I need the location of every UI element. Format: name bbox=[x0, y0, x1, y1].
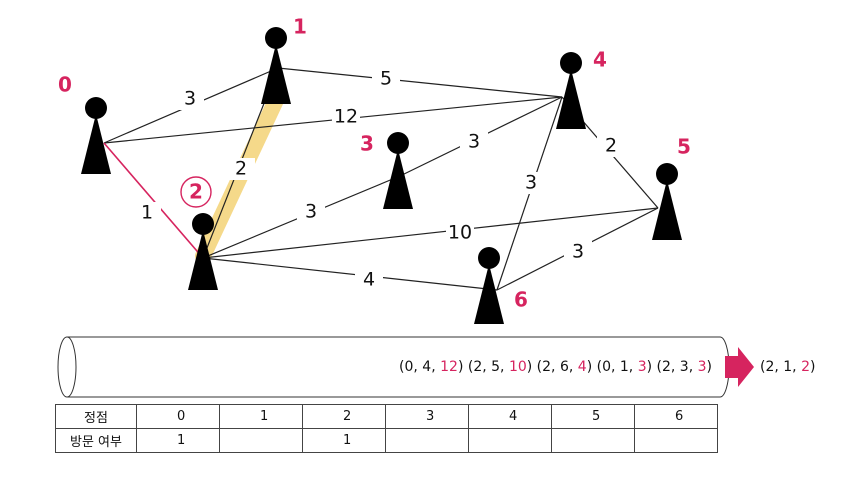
table-cell: 1 bbox=[219, 404, 303, 429]
edge-weight-label: 2 bbox=[235, 158, 247, 180]
vertex-layer bbox=[81, 27, 682, 324]
vertex-label: 1 bbox=[293, 15, 307, 39]
table-cell: 1 bbox=[136, 428, 220, 453]
edge-0-2 bbox=[103, 142, 204, 259]
visited-table: 정점 0 1 2 3 4 5 6 방문 여부 1 1 bbox=[55, 404, 718, 453]
edge-weight-label: 3 bbox=[468, 131, 480, 153]
edge-weight-bg bbox=[176, 88, 204, 110]
table-cell: 6 bbox=[634, 404, 718, 429]
pawn-icon-vertex-2 bbox=[188, 213, 218, 290]
table-cell: 5 bbox=[551, 404, 635, 429]
output-arrow-icon bbox=[725, 347, 754, 387]
edge-weight-label: 5 bbox=[380, 68, 392, 90]
edge-weight-bg bbox=[517, 172, 545, 194]
table-cell bbox=[468, 428, 552, 453]
table-cell bbox=[551, 428, 635, 453]
pawn-icon-vertex-6 bbox=[474, 247, 504, 324]
edge-weight-label: 1 bbox=[141, 202, 153, 224]
table-cell: 1 bbox=[302, 428, 386, 453]
edge-weight-bg bbox=[597, 135, 625, 157]
table-cell: 2 bbox=[302, 404, 386, 429]
edge-weight-label: 10 bbox=[448, 222, 472, 244]
edge-weight-bg bbox=[133, 202, 161, 224]
vertex-label: 2 bbox=[189, 180, 203, 204]
edge-weight-bg bbox=[372, 68, 400, 90]
queue-contents: (0, 4, 12) (2, 5, 10) (2, 6, 4) (0, 1, 3… bbox=[399, 359, 712, 375]
pawn-icon-vertex-5 bbox=[652, 163, 682, 240]
edge-weight-label: 3 bbox=[572, 241, 584, 263]
edge-weight-bg bbox=[332, 106, 360, 128]
current-vertex-ring bbox=[180, 176, 212, 208]
table-row-visited: 방문 여부 1 1 bbox=[55, 428, 718, 453]
table-cell bbox=[385, 428, 469, 453]
vertex-label: 4 bbox=[593, 48, 607, 72]
edge-weight-label: 12 bbox=[334, 106, 358, 128]
pawn-icon-vertex-3 bbox=[383, 132, 413, 209]
table-header-visited: 방문 여부 bbox=[55, 428, 137, 453]
vertex-label: 6 bbox=[514, 288, 528, 312]
vertex-label: 5 bbox=[677, 135, 691, 159]
edge-weight-label: 3 bbox=[305, 201, 317, 223]
edge-weight-bg bbox=[297, 201, 325, 223]
pawn-icon-vertex-4 bbox=[556, 52, 586, 129]
table-cell: 4 bbox=[468, 404, 552, 429]
table-cell: 0 bbox=[136, 404, 220, 429]
vertex-label: 0 bbox=[58, 73, 72, 97]
edge-2-6 bbox=[202, 257, 498, 291]
edge-weight-bg bbox=[460, 131, 488, 153]
queue-output: (2, 1, 2) bbox=[760, 359, 815, 375]
edge-weight-bg bbox=[446, 222, 474, 244]
vertex-label: 3 bbox=[360, 132, 374, 156]
edge-weight-label: 3 bbox=[184, 88, 196, 110]
table-cell bbox=[219, 428, 303, 453]
pawn-icon-vertex-0 bbox=[81, 97, 111, 174]
edge-2-5 bbox=[202, 207, 659, 259]
table-header-vertex: 정점 bbox=[55, 404, 137, 429]
table-cell bbox=[634, 428, 718, 453]
edge-weight-bg bbox=[227, 158, 255, 180]
edge-weight-label: 2 bbox=[605, 135, 617, 157]
pawn-icon-vertex-1 bbox=[261, 27, 291, 104]
edge-weight-label: 3 bbox=[525, 172, 537, 194]
edge-weight-label: 4 bbox=[363, 269, 375, 291]
edge-weight-bg bbox=[564, 241, 592, 263]
table-row-vertex: 정점 0 1 2 3 4 5 6 bbox=[55, 404, 718, 429]
table-cell: 3 bbox=[385, 404, 469, 429]
priority-queue-tube: (0, 4, 12) (2, 5, 10) (2, 6, 4) (0, 1, 3… bbox=[57, 336, 815, 398]
edge-weight-bg bbox=[355, 269, 383, 291]
edge-1-4 bbox=[277, 67, 563, 98]
